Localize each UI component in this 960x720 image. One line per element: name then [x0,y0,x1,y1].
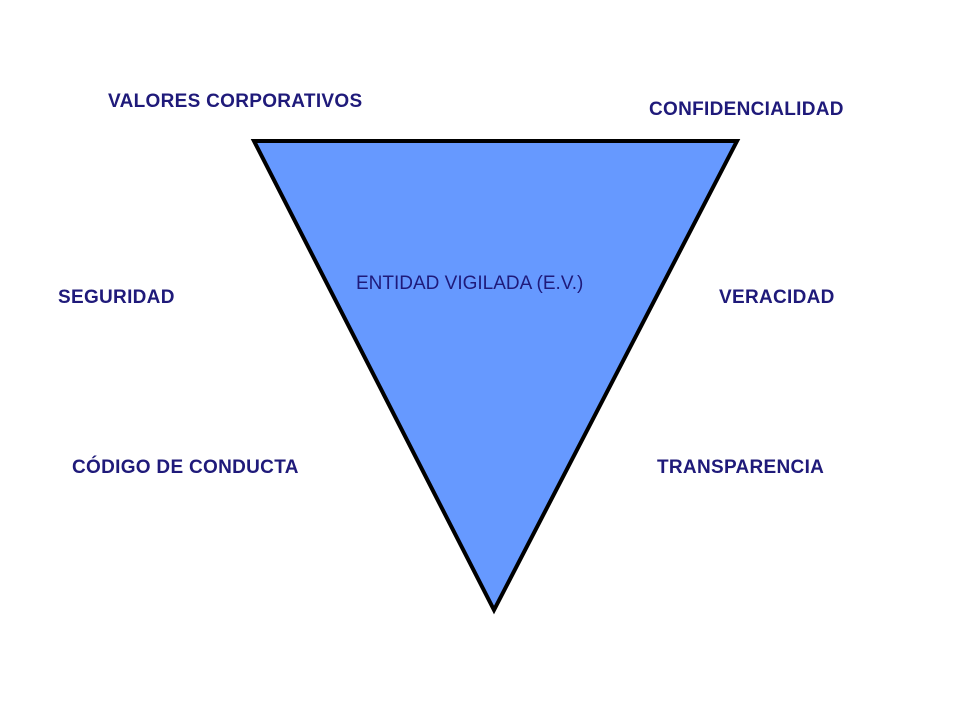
label-seguridad: SEGURIDAD [58,287,175,308]
label-entidad-vigilada: ENTIDAD VIGILADA (E.V.) [356,273,584,294]
label-veracidad: VERACIDAD [719,287,835,308]
label-transparencia: TRANSPARENCIA [657,457,825,478]
inverted-triangle [250,139,741,615]
label-valores-corporativos: VALORES CORPORATIVOS [108,91,363,112]
label-codigo-de-conducta: CÓDIGO DE CONDUCTA [72,457,299,478]
label-confidencialidad: CONFIDENCIALIDAD [649,99,844,120]
